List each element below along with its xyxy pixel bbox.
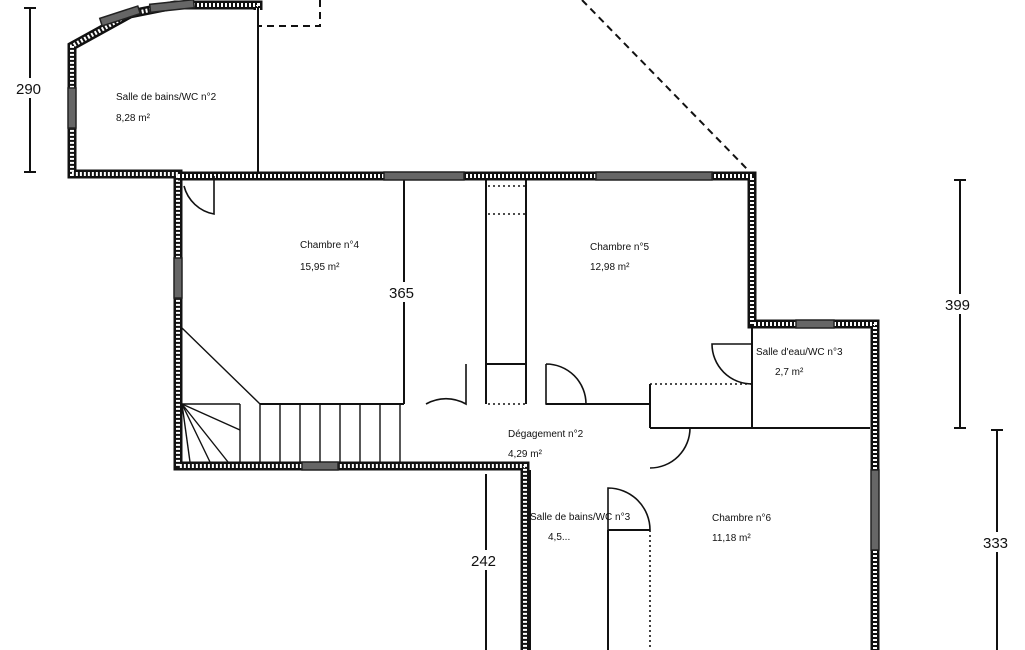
dimension-label: 290 — [16, 81, 41, 98]
interior-partitions — [257, 8, 870, 650]
room-name: Chambre n°5 — [590, 242, 649, 253]
room-area: 2,7 m² — [775, 367, 804, 378]
dashed-outlines — [258, 0, 749, 171]
dimension-label: 333 — [983, 535, 1008, 552]
room-area: 4,5... — [548, 532, 570, 543]
dimension-label: 365 — [389, 285, 414, 302]
room-name: Salle de bains/WC n°2 — [116, 92, 217, 103]
room-name: Salle de bains/WC n°3 — [530, 512, 631, 523]
dimension-lines — [24, 7, 1003, 650]
room-area: 15,95 m² — [300, 262, 340, 273]
room-area: 11,18 m² — [712, 533, 751, 544]
room-name: Chambre n°6 — [712, 513, 771, 524]
room-area: 4,29 m² — [508, 449, 543, 460]
window — [795, 319, 835, 329]
window — [595, 171, 713, 181]
staircase — [181, 327, 401, 463]
dotted-lines — [488, 185, 752, 650]
window — [148, 0, 196, 14]
door-swings — [183, 176, 753, 531]
window — [383, 171, 465, 181]
dimension-label: 399 — [945, 297, 970, 314]
room-area: 8,28 m² — [116, 113, 151, 124]
room-labels: Salle de bains/WC n°2 8,28 m² Chambre n°… — [116, 92, 843, 544]
windows — [67, 0, 880, 551]
window — [173, 257, 183, 299]
window — [301, 461, 339, 471]
dimension-labels: 290 365 399 242 333 — [12, 78, 1016, 570]
room-name: Dégagement n°2 — [508, 429, 584, 440]
window — [98, 5, 142, 27]
room-name: Chambre n°4 — [300, 240, 359, 251]
room-area: 12,98 m² — [590, 262, 630, 273]
dimension-label: 242 — [471, 553, 496, 570]
room-name: Salle d'eau/WC n°3 — [756, 347, 843, 358]
window — [67, 87, 77, 129]
window — [870, 469, 880, 551]
